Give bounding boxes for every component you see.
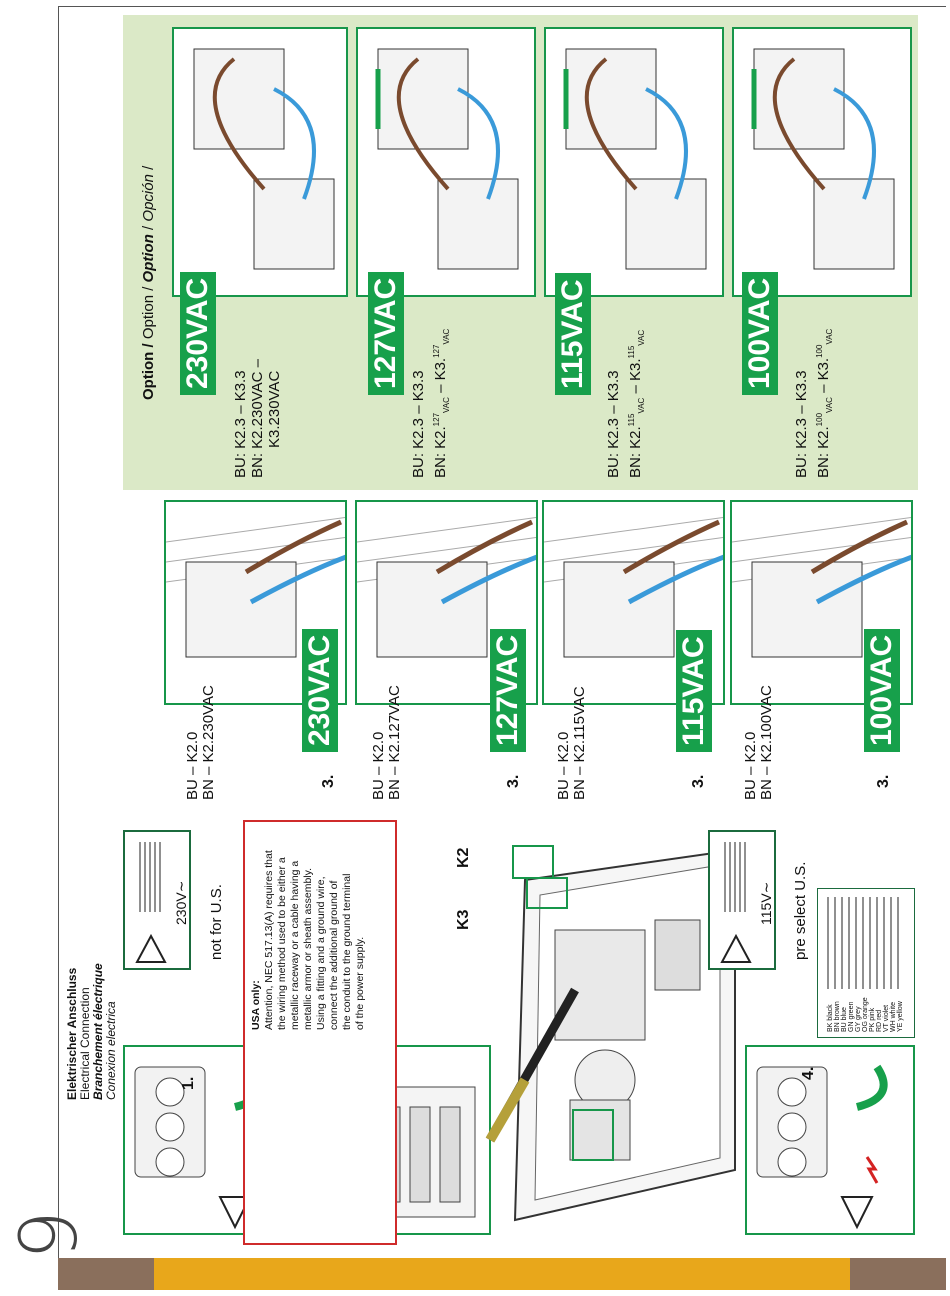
usa-note-line-3: metallic raceway or a cable having a — [289, 860, 301, 1030]
option-header: Option / Option / Option / Opción / — [140, 165, 157, 400]
standard-127-step: 3. — [505, 774, 522, 788]
step4-number: 4. — [800, 1066, 817, 1080]
legend-name: yellow — [897, 1001, 904, 1021]
option-115-bu: BU: K2.3 – K3.3 — [605, 370, 622, 478]
option-230-image — [172, 27, 348, 297]
standard-115-bn: BN – K2.115VAC — [571, 686, 588, 800]
option-100-sub: VAC — [825, 397, 834, 413]
standard-115-step: 3. — [690, 774, 707, 788]
option-127-tag: 127VAC — [368, 271, 404, 395]
title-es: Conexion electrica — [104, 1001, 118, 1100]
option-127-bu: BU: K2.3 – K3.3 — [410, 370, 427, 478]
option-b: Option — [140, 294, 157, 340]
option-115-sub: VAC — [637, 397, 646, 414]
usa-note-line-2: the wiring method used to be either a — [276, 857, 288, 1030]
usa-note-heading: USA only: — [250, 980, 262, 1030]
option-127-bn1: BN: K2. — [432, 426, 449, 478]
voltage-115-label: 115V∼ — [758, 881, 774, 925]
voltage-115-box — [708, 830, 776, 970]
legend-code: YE — [897, 1022, 904, 1032]
option-115-tag: 115VAC — [555, 273, 591, 395]
step1-number: 1. — [180, 1076, 197, 1090]
option-100-bn2: – K3. — [815, 357, 832, 393]
standard-127-tag: 127VAC — [490, 628, 526, 752]
option-100-sup: 100 — [815, 412, 824, 427]
k3-callout: K3 — [455, 909, 472, 930]
page-frame — [58, 6, 946, 1263]
k2-callout: K2 — [455, 847, 472, 868]
usa-note-line-8: of the power supply. — [354, 936, 366, 1030]
page-number: 9 — [5, 1210, 95, 1260]
pre-select-us: pre select U.S. — [792, 861, 809, 960]
usa-note-line-5: Using a fitting and a ground wire, — [315, 876, 327, 1030]
option-127-image — [356, 27, 536, 297]
standard-100-bn: BN – K2.100VAC — [758, 685, 775, 800]
usa-note-line-4: metallic armor or sheath assembly. — [302, 867, 314, 1030]
option-230-bn1: BN: K2.230VAC – — [249, 359, 266, 478]
option-127-sub2: VAC — [442, 328, 451, 345]
option-115-bn1: BN: K2. — [627, 426, 644, 478]
option-230-bu: BU: K2.3 – K3.3 — [232, 370, 249, 478]
bottom-bar-left — [58, 1258, 154, 1290]
option-100-bn1: BN: K2. — [815, 426, 832, 478]
option-230-tag: 230VAC — [180, 271, 216, 395]
option-115-bn: BN: K2.115VAC – K3.115VAC — [623, 330, 651, 478]
option-c: Option — [140, 234, 157, 283]
device-illustration — [485, 840, 750, 1235]
bottom-bar-right — [850, 1258, 946, 1290]
voltage-230-box — [123, 830, 191, 970]
option-a: Option — [140, 351, 157, 400]
option-100-bu: BU: K2.3 – K3.3 — [793, 370, 810, 478]
legend-row: YE yellow — [896, 1001, 905, 1032]
usa-note-line-6: connect the additional ground of — [328, 880, 340, 1030]
voltage-230-label: 230V∼ — [173, 880, 189, 925]
usa-note-line-7: the conduit to the ground terminal — [341, 873, 353, 1030]
step4-image — [745, 1045, 915, 1235]
standard-230-bn: BN – K2.230VAC — [200, 685, 217, 800]
not-for-us: not for U.S. — [208, 884, 225, 960]
usa-note-line-1: Attention, NEC 517.13(A) requires that — [263, 850, 275, 1030]
option-d: Opción — [140, 174, 157, 222]
option-100-bn: BN: K2.100VAC – K3.100VAC — [811, 329, 839, 478]
option-127-sub: VAC — [442, 397, 451, 413]
bottom-color-bar — [58, 1258, 946, 1290]
option-230-bn2: K3.230VAC — [266, 370, 283, 448]
option-127-sup: 127 — [432, 412, 441, 427]
standard-127-bn: BN – K2.127VAC — [386, 685, 403, 800]
standard-115-tag: 115VAC — [676, 630, 712, 752]
option-127-bn: BN: K2.127VAC – K3.127VAC — [428, 329, 456, 478]
option-127-sup2: 127 — [432, 344, 441, 358]
option-115-bn2: – K3. — [627, 358, 644, 394]
usa-note-box — [243, 820, 397, 1245]
option-115-sub2: VAC — [637, 329, 646, 346]
standard-230-step: 3. — [320, 774, 337, 788]
option-115-sup2: 115 — [627, 345, 636, 359]
wire-color-legend — [817, 888, 915, 1038]
option-127-bn2: – K3. — [432, 357, 449, 393]
option-115-image — [544, 27, 724, 297]
standard-100-step: 3. — [875, 774, 892, 788]
option-100-tag: 100VAC — [742, 271, 778, 395]
standard-230-tag: 230VAC — [302, 628, 338, 752]
option-100-image — [732, 27, 912, 297]
option-100-sup2: 100 — [815, 344, 824, 358]
option-115-sup: 115 — [627, 413, 636, 427]
option-100-sub2: VAC — [825, 328, 834, 345]
standard-100-tag: 100VAC — [864, 628, 900, 752]
